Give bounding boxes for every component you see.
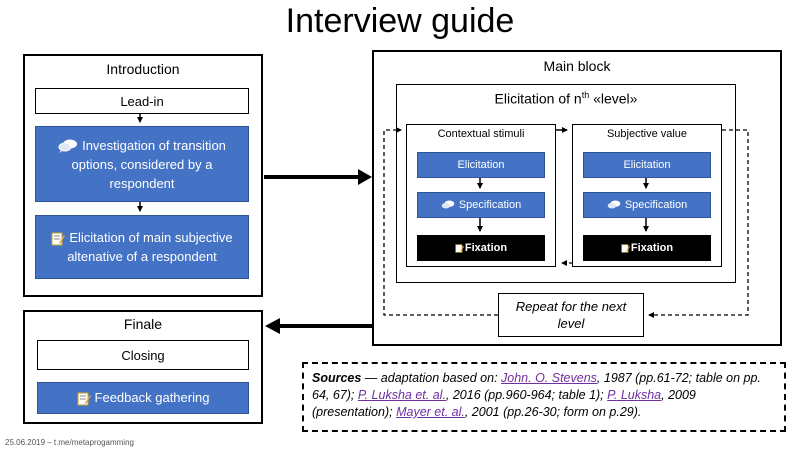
sources-ref-luksha-2016[interactable]: P. Luksha et. al. — [357, 388, 446, 402]
footer-text: 25.06.2019 – t.me/metaprogamming — [5, 438, 134, 447]
repeat-box: Repeat for the next level — [498, 293, 644, 337]
introduction-header: Introduction — [106, 61, 180, 77]
subjective-specification-box: Specification — [583, 192, 711, 218]
subjective-value-header: Subjective value — [606, 128, 688, 140]
sources-text-3: , 2016 (pp.960-964; table 1); — [445, 388, 608, 402]
subjective-specification-label: Specification — [624, 199, 688, 211]
investigation-box: Investigation of transition options, con… — [35, 126, 249, 202]
dashed-loop-left — [383, 127, 498, 316]
dashed-loop-right — [648, 129, 749, 318]
arrow-intro-to-main-head — [358, 169, 372, 185]
elicitation-main-label: Elicitation of main subjective altenativ… — [67, 230, 233, 264]
introduction-panel: Introduction Lead-in Investigation of tr… — [23, 54, 263, 297]
feedback-label: Feedback gathering — [94, 390, 210, 406]
speech-bubbles-icon — [441, 200, 455, 209]
sources-text-4: , 2009 (presentation); — [312, 388, 696, 419]
subjective-elicitation-box: Elicitation — [583, 152, 711, 178]
sources-text-1: — adaptation based on: — [361, 371, 502, 385]
memo-icon — [77, 392, 91, 406]
contextual-stimuli-panel: Contextual stimuli Elicitation Specifica… — [406, 124, 556, 267]
subjective-fixation-box: Fixation — [583, 235, 711, 261]
page-title: Interview guide — [285, 2, 515, 40]
memo-icon — [51, 232, 66, 246]
memo-icon — [621, 243, 630, 253]
subjective-fixation-label: Fixation — [630, 242, 674, 254]
lead-in-box: Lead-in — [35, 88, 249, 114]
main-block-header: Main block — [543, 58, 611, 74]
elicitation-level-suffix: «level» — [589, 90, 638, 107]
subjective-value-panel: Subjective value Elicitation Specificati… — [572, 124, 722, 267]
elicitation-level-prefix: Elicitation of n — [494, 90, 582, 107]
repeat-label: Repeat for the next level — [515, 299, 627, 331]
sources-ref-luksha-2009[interactable]: P. Luksha — [607, 388, 662, 402]
sources-label: Sources — [312, 371, 362, 385]
sources-text-2: , 1987 (pp.61-72; table on pp. 64, 67); — [312, 371, 761, 402]
elicitation-level-sup: th — [581, 90, 590, 100]
contextual-elicitation-label: Elicitation — [457, 159, 505, 171]
elicitation-level-header: Elicitation of nth «level» — [397, 90, 735, 107]
contextual-specification-box: Specification — [417, 192, 545, 218]
contextual-fixation-label: Fixation — [464, 242, 508, 254]
contextual-stimuli-header: Contextual stimuli — [437, 128, 525, 140]
arrow-main-to-finale-head — [265, 318, 280, 334]
closing-box: Closing — [37, 340, 249, 370]
sources-ref-mayer[interactable]: Mayer et. al. — [396, 405, 465, 419]
speech-bubbles-icon — [607, 200, 621, 209]
sources-ref-stevens[interactable]: John. O. Stevens — [501, 371, 597, 385]
closing-label: Closing — [121, 347, 165, 363]
contextual-elicitation-box: Elicitation — [417, 152, 545, 178]
contextual-specification-label: Specification — [458, 199, 522, 211]
feedback-box: Feedback gathering — [37, 382, 249, 414]
sources-box: Sources — adaptation based on: John. O. … — [302, 362, 786, 432]
finale-panel: Finale Closing Feedback gathering — [23, 310, 263, 424]
contextual-fixation-box: Fixation — [417, 235, 545, 261]
lead-in-label: Lead-in — [120, 93, 164, 109]
sources-text-5: , 2001 (pp.26-30; form on p.29). — [464, 405, 642, 419]
memo-icon — [455, 243, 464, 253]
investigation-label: Investigation of transition options, con… — [71, 137, 226, 191]
speech-bubbles-icon — [58, 139, 78, 154]
elicitation-main-box: Elicitation of main subjective altenativ… — [35, 215, 249, 279]
finale-header: Finale — [123, 316, 163, 332]
subjective-elicitation-label: Elicitation — [623, 159, 671, 171]
